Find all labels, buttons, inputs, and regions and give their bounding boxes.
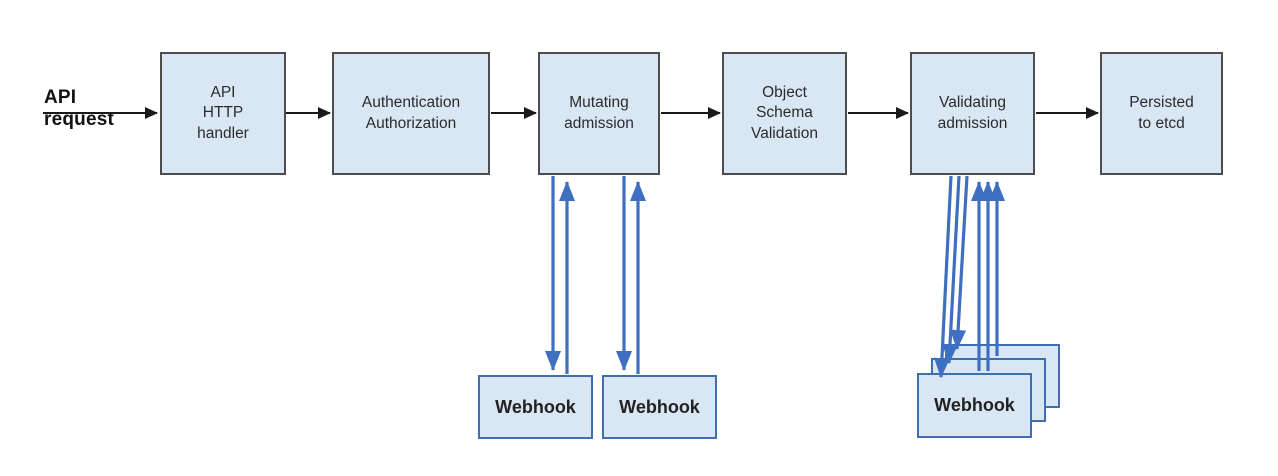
validating-webhook-box-front: Webhook — [917, 373, 1032, 438]
validating-webhook-label: Webhook — [934, 395, 1015, 415]
stage-label-api-http-handler: API HTTP handler — [197, 83, 249, 142]
mutating-webhook-box-2: Webhook — [602, 375, 717, 439]
stage-label-authentication-authorization: Authentication Authorization — [361, 94, 461, 132]
api-request-label: API request — [44, 87, 115, 130]
mutating-webhook-label-2: Webhook — [619, 396, 700, 417]
mutating-webhook-arrows — [545, 176, 646, 374]
stage-box-api-http-handler: API HTTP handler — [160, 52, 286, 175]
stage-label-validating-admission: Validating admission — [937, 94, 1008, 132]
stage-label-object-schema-validation: Object Schema Validation — [751, 83, 818, 142]
stage-box-object-schema-validation: Object Schema Validation — [722, 52, 847, 175]
stage-box-mutating-admission: Mutating admission — [538, 52, 660, 175]
stage-box-persisted-to-etcd: Persisted to etcd — [1100, 52, 1223, 175]
arrow-validating-to-webhook-back — [950, 175, 969, 350]
stage-label-persisted-to-etcd: Persisted to etcd — [1129, 94, 1194, 132]
mutating-webhook-box-1: Webhook — [478, 375, 593, 439]
mutating-webhook-label-1: Webhook — [495, 396, 576, 417]
stage-box-validating-admission: Validating admission — [910, 52, 1035, 175]
stage-box-authentication-authorization: Authentication Authorization — [332, 52, 490, 175]
arrow-validating-to-webhook-middle — [942, 175, 961, 364]
stage-label-mutating-admission: Mutating admission — [564, 94, 634, 132]
